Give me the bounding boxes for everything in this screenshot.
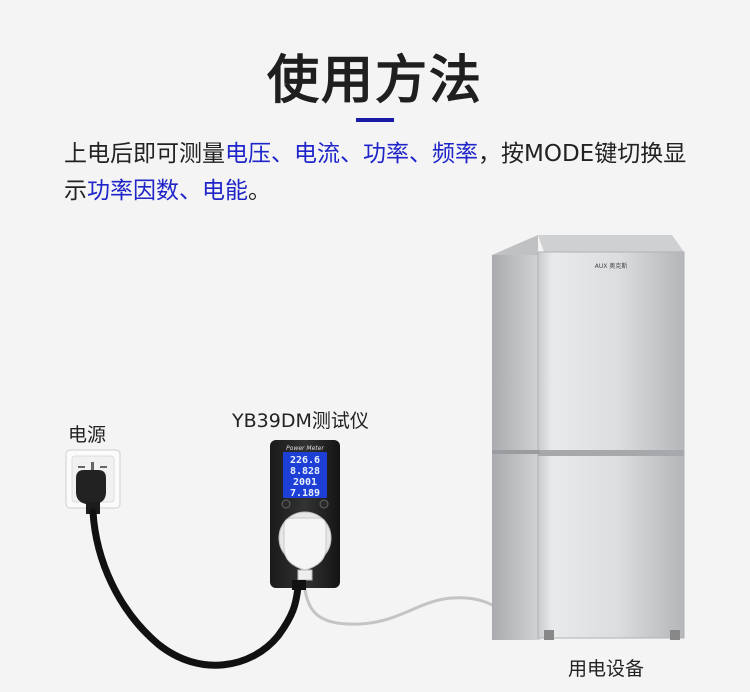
wall-socket — [65, 449, 121, 514]
appliance-cable — [302, 578, 506, 626]
meter-left-button[interactable] — [281, 499, 291, 509]
desc-highlight-1: 电压、电流、功率、频率 — [225, 141, 478, 167]
refrigerator: AUX 奥克斯 — [492, 235, 685, 640]
meter-mode-button[interactable] — [319, 499, 329, 509]
meter-reading-power: 2001 — [293, 477, 317, 488]
meter-reading-current: 8.828 — [290, 466, 320, 477]
label-device-name: YB39DM测试仪 — [232, 410, 369, 432]
desc-text-3: 。 — [248, 178, 271, 204]
title-underline — [356, 118, 394, 122]
meter-brand: Power Meter — [286, 445, 324, 452]
page-title: 使用方法 — [266, 51, 483, 111]
label-appliance: 用电设备 — [568, 658, 645, 680]
desc-text-1: 上电后即可测量 — [64, 141, 225, 167]
meter-reading-energy: 7.189 — [290, 488, 320, 499]
power-cable — [89, 508, 302, 669]
fridge-brand: AUX 奥克斯 — [595, 262, 628, 270]
desc-text-2: ，按MODE键切换显示 — [64, 141, 687, 204]
label-power-source: 电源 — [68, 424, 107, 446]
power-meter: Power Meter 226.6 8.828 2001 7.189 — [270, 440, 340, 590]
meter-reading-voltage: 226.6 — [290, 455, 320, 466]
usage-description: 上电后即可测量电压、电流、功率、频率，按MODE键切换显示功率因数、电能。 — [64, 136, 704, 210]
desc-highlight-2: 功率因数、电能 — [87, 178, 248, 204]
